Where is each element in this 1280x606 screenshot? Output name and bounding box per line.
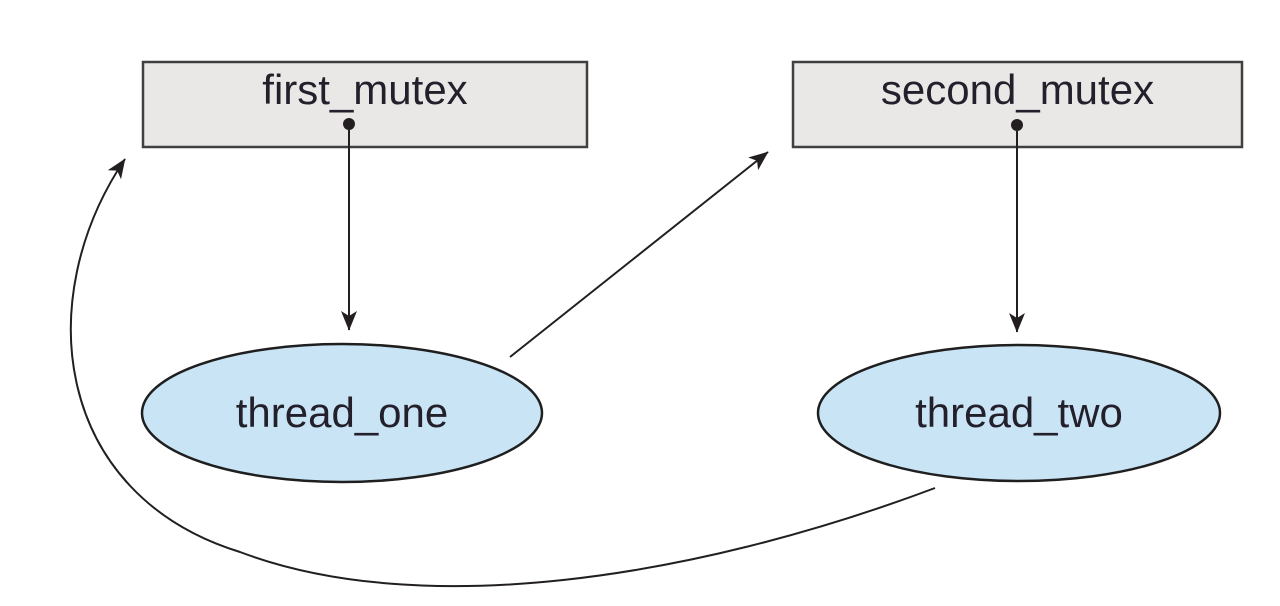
thread-two-ellipse — [816, 343, 1222, 483]
edge-thread-one-to-second-mutex — [509, 151, 769, 358]
first-mutex-instance-dot — [343, 118, 355, 130]
edge-thread-two-to-first-mutex — [69, 158, 936, 588]
thread-one-ellipse — [140, 342, 544, 484]
first-mutex-box — [141, 60, 589, 149]
second-mutex-instance-dot — [1011, 119, 1023, 131]
